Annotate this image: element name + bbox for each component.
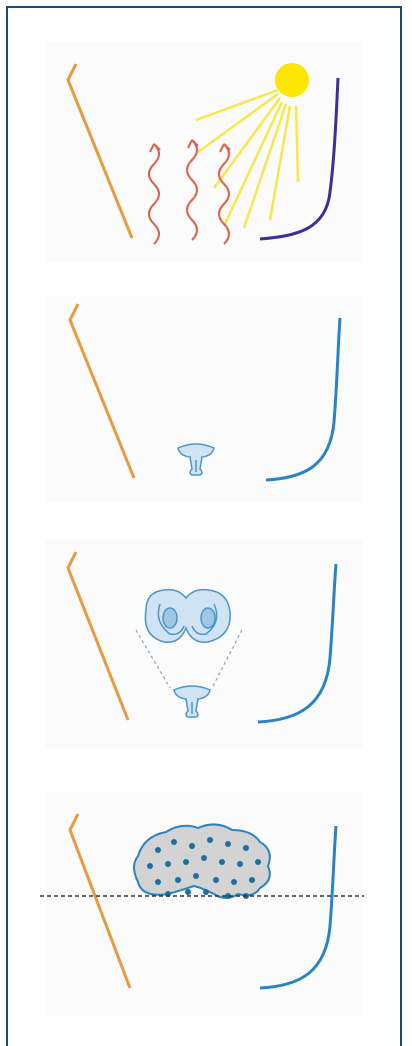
left-bank-line (68, 64, 132, 238)
panel-colony-at-surface-svg (46, 792, 362, 1016)
left-bank-line (68, 552, 128, 720)
right-bank-curve (260, 826, 336, 988)
spore-icon (174, 686, 210, 717)
left-bank-line (70, 304, 134, 478)
panel-spore-germinating (46, 540, 362, 748)
sun-icon (275, 63, 309, 97)
right-bank-curve (258, 564, 336, 722)
left-bank-line (70, 814, 130, 988)
sun-rays (196, 90, 298, 228)
spore-icon (178, 444, 214, 475)
panel-sun-and-heat (46, 42, 362, 262)
panel-spore-on-ground-svg (46, 296, 362, 502)
colony-icon (134, 824, 270, 898)
projection-lines (136, 630, 242, 688)
panel-spore-germinating-svg (46, 540, 362, 748)
heat-wave-icon (149, 140, 230, 244)
right-bank-curve (266, 318, 340, 480)
panel-sun-and-heat-svg (46, 42, 362, 262)
panel-spore-on-ground (46, 296, 362, 502)
panel-colony-at-surface (46, 792, 362, 1016)
fruiting-body-icon (145, 590, 230, 643)
